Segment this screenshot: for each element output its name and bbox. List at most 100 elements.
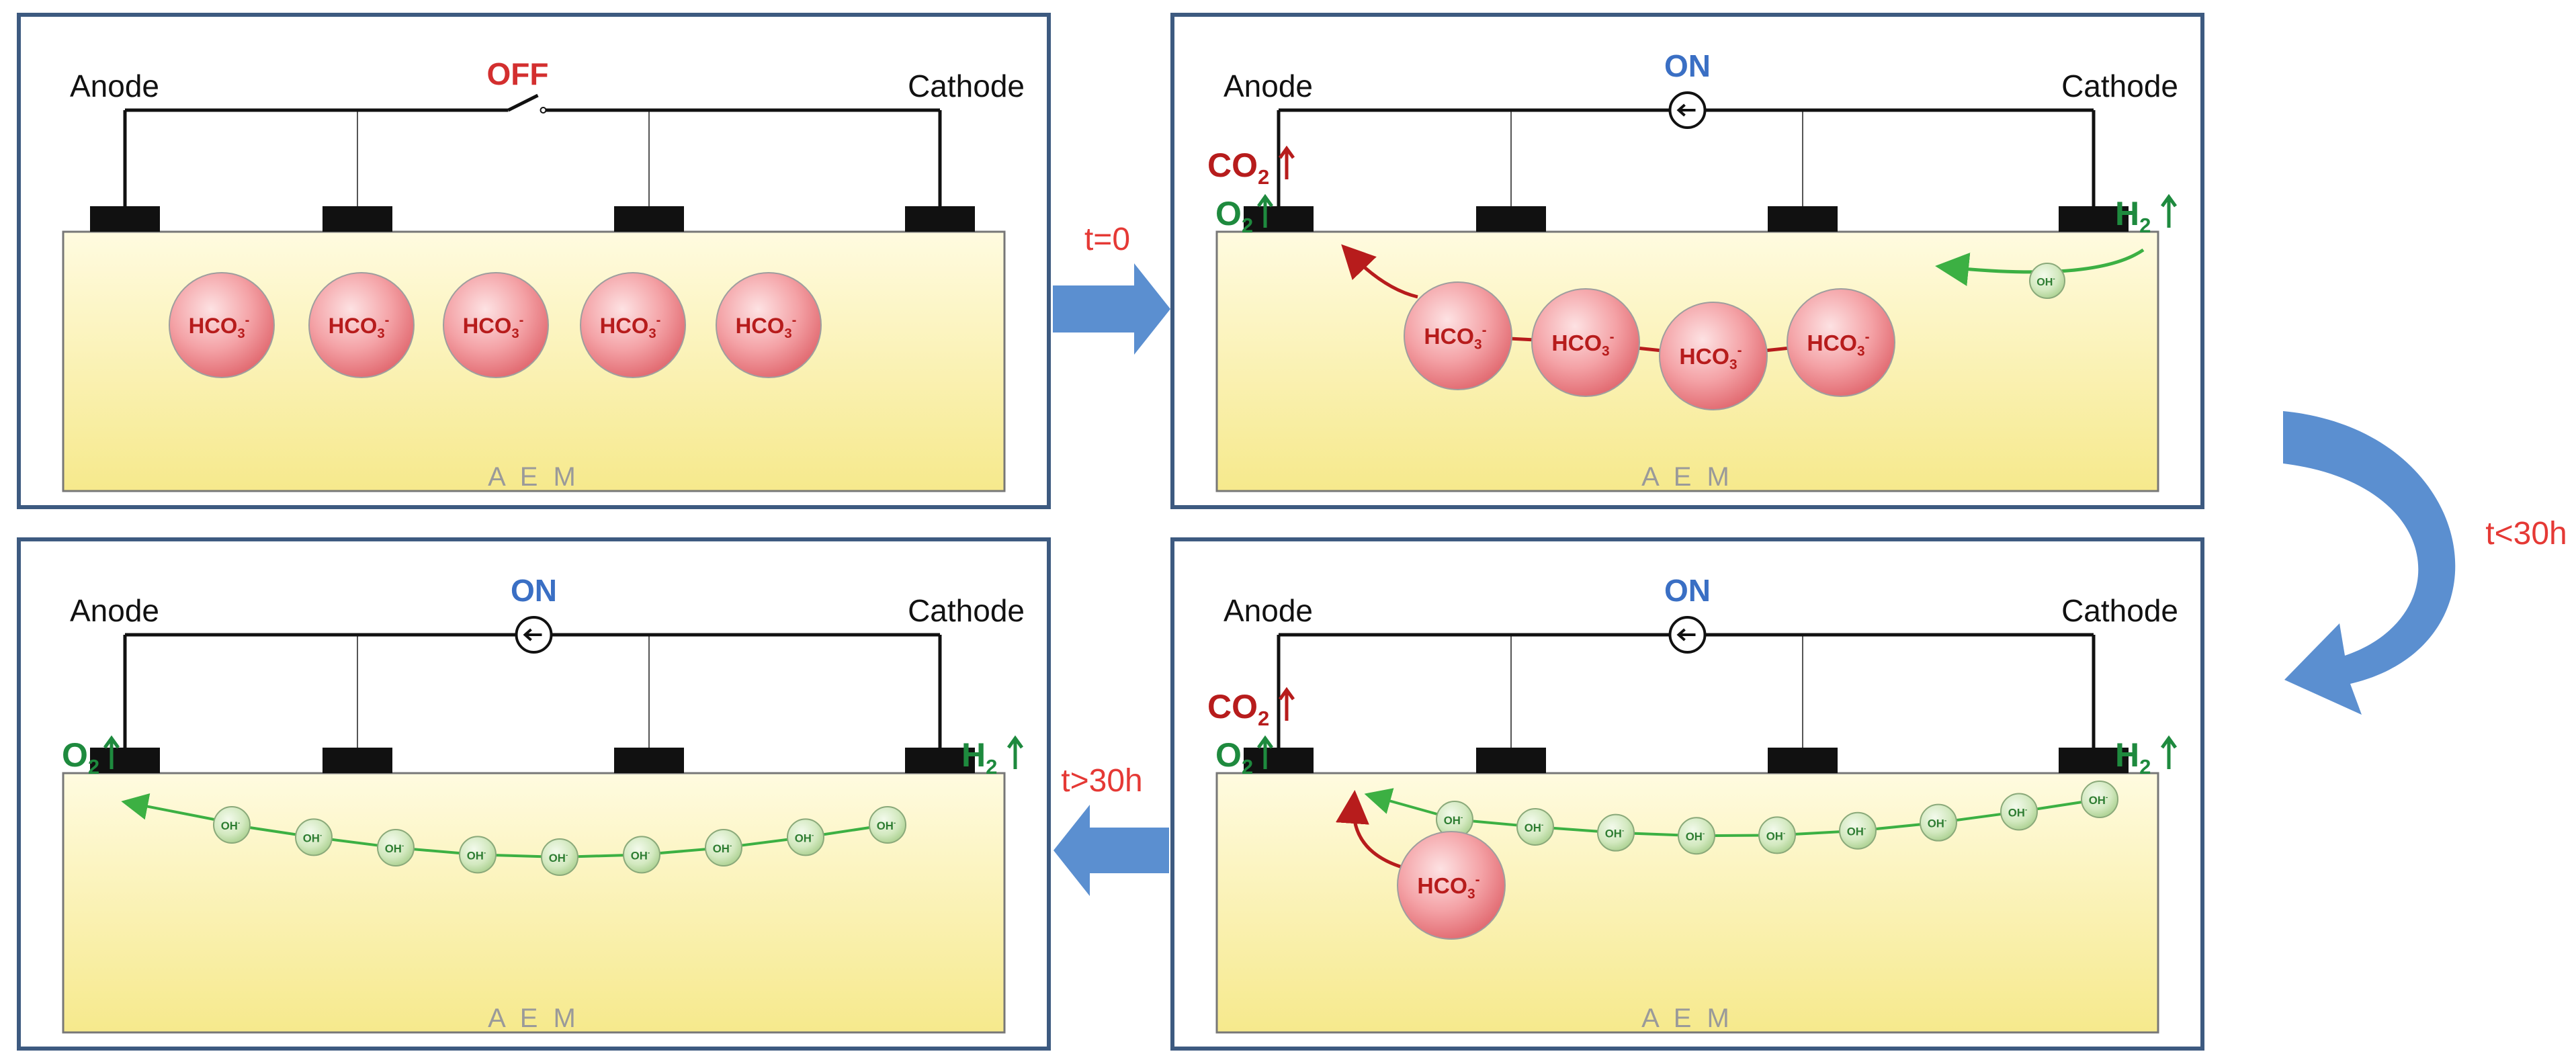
bicarbonate-ion-circle — [1404, 281, 1512, 390]
hydroxide-ion: OH- — [1839, 811, 1877, 850]
anode-contact — [1244, 748, 1314, 773]
membrane-label: A E M — [1641, 462, 1733, 492]
switch-state-label: ON — [1664, 48, 1711, 83]
hydroxide-ion-circle — [377, 828, 415, 867]
hydroxide-ion-circle — [213, 806, 251, 844]
bicarbonate-ion-circle — [1659, 302, 1768, 410]
o2-gas-label: O2 — [1215, 736, 1253, 779]
bicarbonate-ion-label: HCO3- — [463, 313, 524, 341]
curved-down-arrow-icon — [2283, 411, 2456, 715]
hydroxide-ion-circle — [1920, 803, 1957, 842]
hydroxide-ion-circle — [2029, 263, 2065, 299]
hydroxide-ion-circle — [2000, 793, 2038, 831]
hydroxide-ion-label: OH- — [1686, 830, 1705, 843]
transition-label: t<30h — [2485, 516, 2567, 551]
hydroxide-ion-circle — [1678, 817, 1715, 855]
hydroxide-ion: OH- — [705, 828, 742, 867]
gas-evolution-arrow-icon — [1278, 145, 1295, 179]
hydroxide-ion-circle — [623, 836, 660, 874]
co2-gas-label: CO2 — [1207, 146, 1269, 189]
hydroxide-ion-circle — [1758, 816, 1796, 854]
cathode-contact — [905, 748, 975, 773]
hydroxide-ion: OH- — [1516, 807, 1554, 846]
h2-gas-label: H2 — [2115, 736, 2151, 779]
current-direction-arrow-icon — [1676, 628, 1696, 641]
bicarbonate-ion-circle — [580, 272, 686, 378]
bicarbonate-ion-label: HCO3- — [600, 313, 661, 341]
contact-pad — [323, 206, 392, 232]
cathode-label: Cathode — [2061, 69, 2178, 103]
bicarbonate-ion-label: HCO3- — [189, 313, 250, 341]
left-arrow-icon — [1054, 805, 1169, 896]
h2-gas-label: H2 — [2115, 195, 2151, 237]
switch-lever — [507, 93, 539, 112]
hydroxide-to-anode-arrow-icon — [121, 793, 215, 821]
o2-gas-label: O2 — [62, 736, 99, 779]
bicarbonate-ion: HCO3- — [169, 272, 275, 378]
hydroxide-ion: OH- — [2000, 793, 2038, 831]
current-direction-arrow-icon — [1676, 103, 1696, 117]
switch-state-label: ON — [511, 573, 557, 608]
bicarbonate-ion: HCO3- — [308, 272, 415, 378]
hydroxide-ion-label: OH- — [1766, 830, 1786, 842]
bicarbonate-ion: HCO3- — [1404, 281, 1512, 390]
membrane-label: A E M — [1641, 1004, 1733, 1033]
contact-pad — [1768, 748, 1838, 773]
hydroxide-ion-label: OH- — [1605, 828, 1625, 840]
anode-label: Anode — [1223, 593, 1313, 628]
hydroxide-ion: OH- — [1597, 813, 1635, 852]
bicarbonate-to-anode-arrow-icon — [1335, 790, 1405, 870]
hydroxide-pathway-arrow-icon — [1935, 248, 2145, 286]
transition-label: t>30h — [1061, 763, 1142, 799]
hydroxide-ion: OH- — [377, 828, 415, 867]
gas-evolution-arrow-icon — [1006, 735, 1024, 769]
bicarbonate-ion: HCO3- — [1531, 288, 1640, 397]
ion-species: OH-OH-OH-OH-OH-OH-OH-OH-OH- — [121, 793, 906, 876]
contact-pad — [1768, 206, 1838, 232]
bicarbonate-pathway — [1457, 334, 1842, 358]
gas-evolution-arrow-icon — [1256, 735, 1274, 769]
cathode-label: Cathode — [2061, 593, 2178, 628]
ion-species: HCO3-HCO3-HCO3-HCO3-OH- — [1341, 244, 2145, 410]
contact-pad — [323, 748, 392, 773]
hydroxide-ion-label: OH- — [467, 849, 486, 862]
hydroxide-ion-circle — [2081, 781, 2118, 818]
bicarbonate-ion-label: HCO3- — [329, 313, 390, 341]
h2-gas-label: H2 — [961, 736, 997, 779]
bicarbonate-ion: HCO3- — [1659, 302, 1768, 410]
bicarbonate-ion: HCO3- — [443, 272, 549, 378]
hydroxide-ion: OH- — [213, 806, 251, 844]
ion-species: OH-OH-OH-OH-OH-OH-OH-OH-OH-HCO3- — [1335, 781, 2118, 940]
hydroxide-ion-circle — [1839, 811, 1877, 850]
gas-evolution-arrow-icon — [103, 735, 120, 769]
hydroxide-ion: OH- — [787, 818, 824, 856]
bicarbonate-ion-circle — [443, 272, 549, 378]
hydroxide-ion: OH- — [1436, 801, 1473, 838]
hydroxide-ion-label: OH- — [549, 852, 568, 864]
hydroxide-ion-circle — [869, 806, 906, 844]
gas-evolution-arrow-icon — [2160, 735, 2178, 769]
membrane-label: A E M — [488, 462, 580, 492]
bicarbonate-to-anode-arrow-icon — [1341, 244, 1418, 299]
bicarbonate-ion-circle — [308, 272, 415, 378]
hydroxide-ion: OH- — [541, 838, 578, 876]
hydroxide-ion-label: OH- — [713, 842, 732, 855]
anode-contact — [1244, 206, 1314, 232]
hydroxide-ion: OH- — [2029, 263, 2065, 299]
contact-pad — [1476, 206, 1546, 232]
anode-contact — [90, 206, 160, 232]
bicarbonate-ion-label: HCO3- — [736, 313, 797, 341]
bicarbonate-ion-label: HCO3- — [1417, 873, 1479, 902]
contact-pad — [614, 206, 684, 232]
cathode-contact — [2059, 206, 2129, 232]
bicarbonate-ion-label: HCO3- — [1679, 343, 1742, 373]
bicarbonate-ion-circle — [716, 272, 822, 378]
hydroxide-ion-label: OH- — [2036, 275, 2055, 288]
hydroxide-ion-circle — [1597, 813, 1635, 852]
cathode-label: Cathode — [908, 593, 1025, 628]
contact-pad — [1476, 748, 1546, 773]
hydroxide-ion: OH- — [869, 806, 906, 844]
